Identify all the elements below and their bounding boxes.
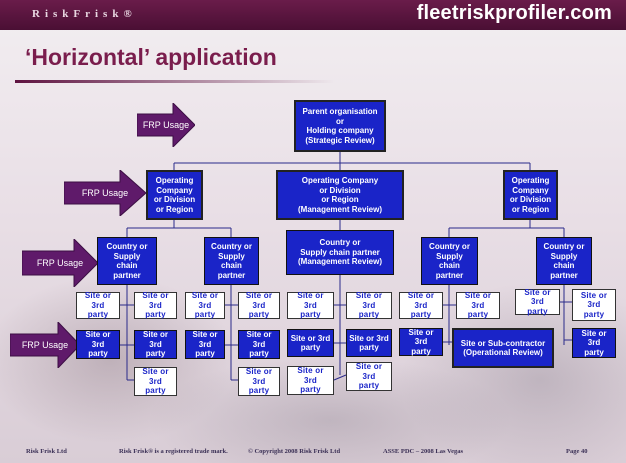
footer-page-number: Page 40	[566, 448, 588, 455]
slide-title: ‘Horizontal’ application	[15, 44, 335, 83]
box-label: Site or 3rd party	[142, 367, 169, 396]
site-box: Site or 3rd party	[185, 291, 225, 320]
box-label: Site or 3rd party	[191, 291, 219, 320]
box-label: Country or Supply chain partner	[106, 242, 148, 280]
operating-company-box: Operating Company or Division or Region	[503, 170, 558, 220]
site-box: Site or 3rd party	[572, 289, 616, 321]
brand-logo: RiskFrisk®	[32, 8, 137, 20]
box-label: Operating Company or Division or Region	[509, 176, 552, 214]
box-label: Operating Company or Division or Region …	[297, 176, 383, 214]
box-label: Site or 3rd party	[245, 291, 273, 320]
box-label: Site or 3rd party	[407, 291, 435, 320]
operating-company-box: Operating Company or Division or Region	[146, 170, 203, 220]
site-box: Site or 3rd party	[185, 330, 225, 359]
site-box: Site or 3rd party	[515, 287, 560, 316]
box-label: Site or Sub-contractor (Operational Revi…	[460, 338, 546, 358]
box-label: Site or 3rd party	[290, 333, 331, 353]
box-label: Site or 3rd party	[85, 330, 111, 359]
box-label: Site or 3rd party	[142, 291, 169, 320]
site-box: Site or 3rd party	[134, 367, 177, 396]
box-label: Site or 3rd party	[143, 330, 168, 359]
operating-company-box: Operating Company or Division or Region …	[276, 170, 404, 220]
header-bar: RiskFrisk® fleetriskprofiler.com	[0, 0, 626, 30]
box-label: Country or Supply chain partner	[429, 242, 470, 280]
box-label: Site or 3rd party	[524, 287, 551, 316]
country-partner-box: Country or Supply chain partner (Managem…	[286, 230, 394, 275]
box-label: Site or 3rd party	[580, 290, 608, 319]
box-label: Site or 3rd party	[581, 328, 607, 357]
site-box: Site or 3rd party	[238, 291, 280, 320]
footer-copyright: © Copyright 2008 Risk Frisk Ltd	[248, 448, 341, 455]
site-box: Site or 3rd party	[346, 329, 392, 357]
site-box: Site or 3rd party	[287, 366, 334, 395]
site-subcontractor-box: Site or Sub-contractor (Operational Revi…	[452, 328, 554, 368]
box-label: Site or 3rd party	[408, 327, 434, 356]
site-box: Site or 3rd party	[76, 330, 120, 359]
country-partner-box: Country or Supply chain partner	[421, 237, 478, 285]
box-label: Site or 3rd party	[84, 291, 112, 320]
frp-usage-label: FRP Usage	[36, 258, 84, 268]
country-partner-box: Country or Supply chain partner	[536, 237, 592, 285]
site-box: Site or 3rd party	[399, 328, 443, 356]
site-box: Site or 3rd party	[238, 367, 280, 396]
site-box: Site or 3rd party	[238, 330, 280, 359]
frp-usage-arrow: FRP Usage	[21, 237, 99, 289]
box-label: Site or 3rd party	[192, 330, 218, 359]
box-label: Site or 3rd party	[297, 291, 324, 320]
site-box: Site or 3rd party	[76, 291, 120, 320]
box-label: Site or 3rd party	[246, 330, 272, 359]
box-label: Site or 3rd party	[245, 367, 273, 396]
parent-organisation-box: Parent organisation or Holding company (…	[294, 100, 386, 152]
site-box: Site or 3rd party	[456, 291, 500, 320]
site-box: Site or 3rd party	[134, 330, 177, 359]
box-label: Parent organisation or Holding company (…	[302, 107, 378, 145]
box-label: Operating Company or Division or Region	[153, 176, 196, 214]
country-partner-box: Country or Supply chain partner	[97, 237, 157, 285]
box-label: Site or 3rd party	[355, 291, 383, 320]
box-label: Site or 3rd party	[297, 366, 324, 395]
site-box: Site or 3rd party	[346, 291, 392, 320]
site-box: Site or 3rd party	[346, 362, 392, 391]
site-box: Site or 3rd party	[287, 291, 334, 320]
box-label: Site or 3rd party	[349, 333, 389, 353]
frp-usage-arrow: FRP Usage	[9, 320, 81, 370]
footer-event: ASSE PDC – 2008 Las Vegas	[383, 448, 464, 455]
footer-trademark: Risk Frisk® is a registered trade mark.	[119, 448, 228, 455]
box-label: Site or 3rd party	[464, 291, 492, 320]
box-label: Country or Supply chain partner	[543, 242, 585, 280]
site-box: Site or 3rd party	[572, 328, 616, 358]
frp-usage-arrow: FRP Usage	[63, 168, 147, 218]
site-box: Site or 3rd party	[287, 329, 334, 357]
frp-usage-label: FRP Usage	[21, 340, 69, 350]
site-url: fleetriskprofiler.com	[416, 2, 612, 24]
box-label: Site or 3rd party	[355, 362, 383, 391]
site-box: Site or 3rd party	[399, 291, 443, 320]
frp-usage-label: FRP Usage	[142, 120, 190, 130]
box-label: Country or Supply chain partner (Managem…	[297, 238, 383, 267]
box-label: Country or Supply chain partner	[211, 242, 252, 280]
footer-company: Risk Frisk Ltd	[26, 448, 67, 455]
site-box: Site or 3rd party	[134, 291, 177, 320]
country-partner-box: Country or Supply chain partner	[204, 237, 259, 285]
frp-usage-label: FRP Usage	[81, 188, 129, 198]
frp-usage-arrow: FRP Usage	[136, 101, 196, 149]
